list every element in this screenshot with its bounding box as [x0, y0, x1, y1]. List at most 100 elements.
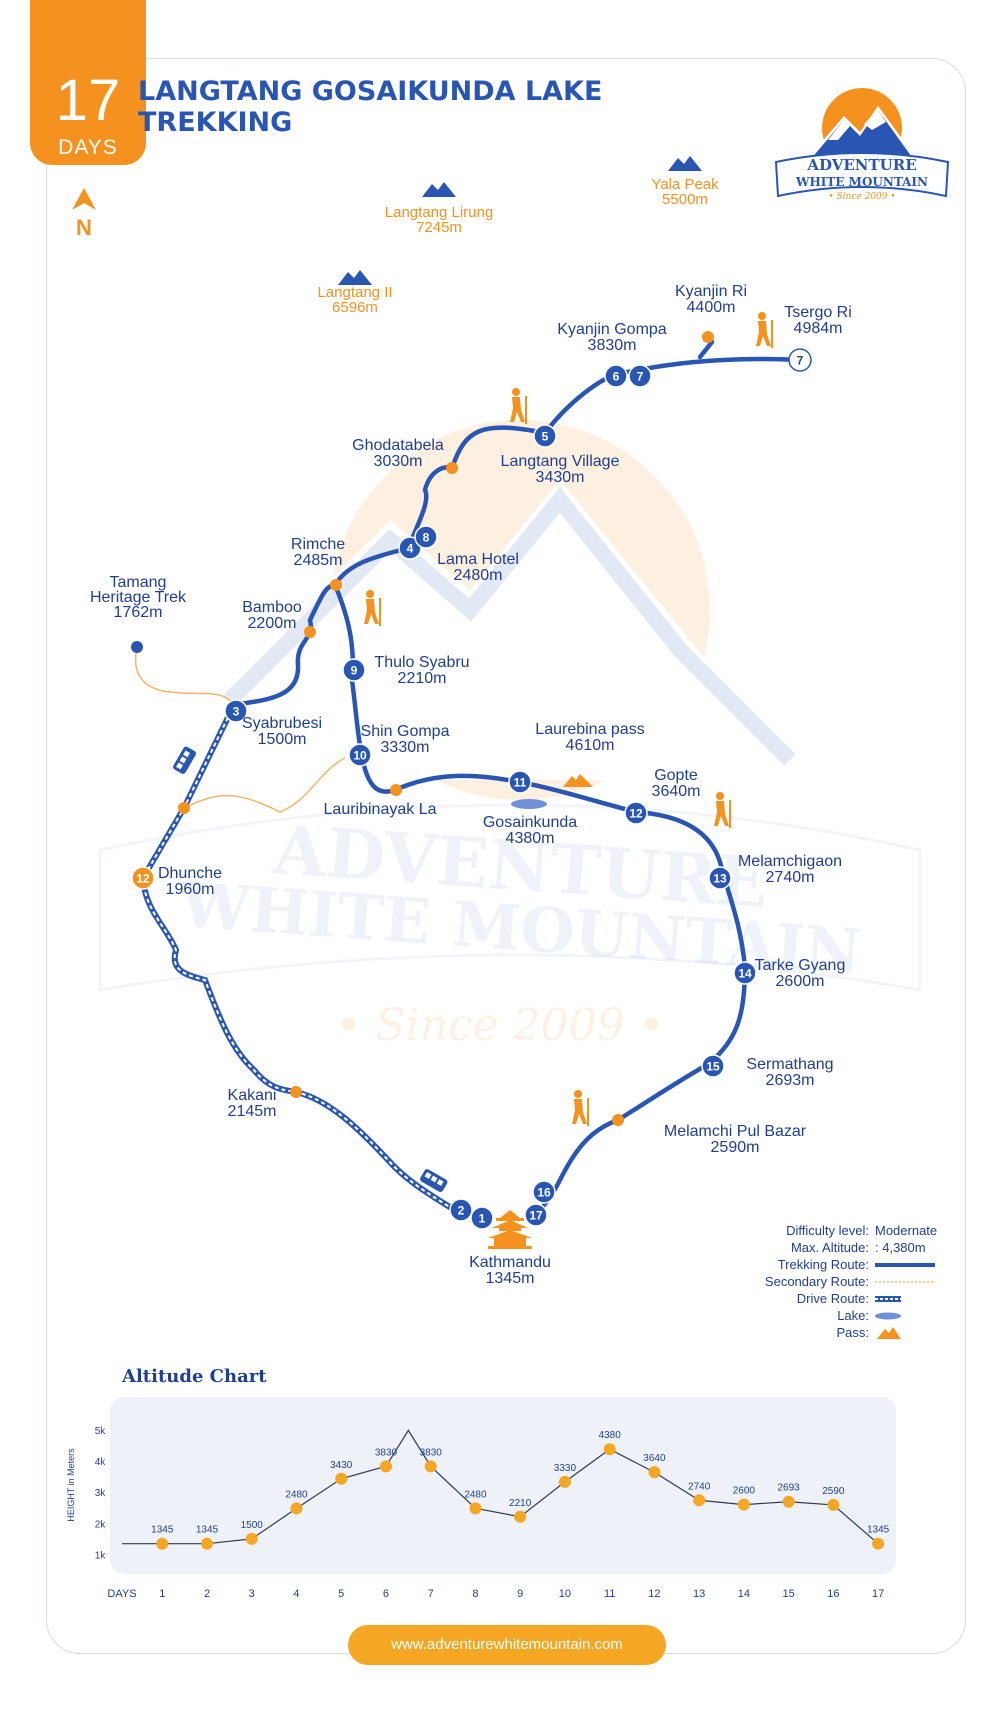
day-marker-label: 11 [514, 776, 527, 790]
north-arrow-icon [72, 188, 96, 210]
y-axis-label: HEIGHT in Meters [66, 1448, 76, 1522]
trekking-route-swatch [875, 1262, 935, 1267]
altitude-value-label: 1345 [867, 1525, 890, 1536]
y-tick-label: 4k [95, 1457, 107, 1468]
altitude-value-label: 2480 [285, 1489, 308, 1500]
x-tick-label: 13 [693, 1588, 705, 1600]
secondary-route-swatch [875, 1280, 935, 1283]
legend-pass: Pass: [735, 1324, 965, 1341]
altitude-point [872, 1537, 885, 1550]
altitude-point [290, 1502, 303, 1515]
day-marker: 3 [224, 699, 248, 723]
altitude-value-label: 3430 [330, 1460, 353, 1471]
day-marker-label: 16 [537, 1186, 551, 1200]
waypoint-kyanjin-ri [702, 331, 714, 343]
place-name: Kyanjin Gompa [557, 321, 667, 338]
altitude-value-label: 2740 [688, 1481, 711, 1492]
altitude-point [558, 1475, 571, 1488]
altitude-point [156, 1537, 169, 1550]
pass-swatch [877, 1326, 901, 1339]
day-marker: 7 [628, 364, 652, 388]
x-tick-label: 15 [782, 1588, 794, 1600]
hiker-icon [756, 312, 773, 348]
legend-key: Difficulty level: [786, 1223, 869, 1238]
legend-value: : 4,380m [875, 1240, 926, 1255]
peak-alt: 6596m [332, 299, 378, 316]
altitude-point [693, 1494, 706, 1507]
peak-langtang-ii: Langtang II 6596m [317, 285, 392, 315]
day-marker: 2 [449, 1198, 473, 1222]
altitude-point [335, 1472, 348, 1485]
legend-secondary: Secondary Route: [735, 1273, 965, 1290]
drive-route [139, 703, 464, 1218]
place-name: Kakani [227, 1087, 277, 1104]
place-alt: 2480m [453, 567, 503, 584]
y-tick-label: 1k [95, 1550, 107, 1561]
place-name: Tarke Gyang [754, 957, 846, 974]
place-alt: 2600m [775, 973, 825, 990]
day-marker: 8 [414, 525, 438, 549]
peak-langtang-lirung: Langtang Lirung 7245m [385, 205, 493, 235]
hiker-icon [714, 792, 731, 828]
drive-route-swatch [875, 1295, 901, 1302]
altitude-value-label: 3830 [420, 1447, 443, 1458]
days-number: 17 [55, 68, 121, 133]
hiker-icon [572, 1090, 589, 1126]
altitude-point [245, 1532, 258, 1545]
website-link[interactable]: www.adventurewhitemountain.com [348, 1625, 666, 1665]
altitude-point [737, 1498, 750, 1511]
x-tick-label: 7 [428, 1588, 434, 1600]
day-marker-label: 1 [479, 1212, 486, 1226]
day-marker: 16 [532, 1180, 556, 1204]
day-marker: 12 [624, 801, 648, 825]
altitude-value-label: 1345 [196, 1525, 219, 1536]
north-indicator: N [68, 188, 100, 241]
day-marker-label: 17 [529, 1209, 543, 1223]
day-marker-label: 5 [542, 430, 549, 444]
map-frame [46, 58, 966, 1654]
mountain-icons [338, 156, 702, 285]
logo-line2: WHITE MOUNTAIN [795, 175, 928, 189]
place-alt: 3430m [535, 469, 585, 486]
bus-icons [173, 746, 448, 1193]
day-marker-label: 15 [706, 1060, 720, 1074]
x-tick-label: 10 [559, 1588, 571, 1600]
place-alt: 2210m [397, 670, 447, 687]
place-name: Kathmandu [469, 1254, 551, 1271]
waypoint-syabrubesi-drive [178, 802, 190, 814]
mountain-icon [668, 156, 702, 171]
day-marker-label: 7 [797, 354, 804, 368]
legend-drive: Drive Route: [735, 1290, 965, 1307]
place-alt: 1345m [485, 1270, 535, 1287]
place-alt: 1960m [165, 881, 215, 898]
legend-value: Modernate [875, 1223, 938, 1238]
north-letter: N [76, 215, 92, 240]
hiker-icon [510, 388, 527, 424]
altitude-point [201, 1537, 214, 1550]
place-name: Sermathang [746, 1056, 834, 1073]
altitude-value-label: 2210 [509, 1498, 532, 1509]
peak-name: Langtang Lirung [384, 204, 494, 221]
legend-key: Drive Route: [796, 1291, 869, 1306]
peak-alt: 7245m [416, 219, 462, 236]
hiker-icons [364, 312, 773, 1126]
day-marker-label: 12 [136, 872, 150, 886]
place-alt: 4380m [505, 830, 555, 847]
x-tick-label: 4 [293, 1588, 299, 1600]
place-alt: 2693m [765, 1072, 815, 1089]
place-alt: 3330m [380, 739, 430, 756]
